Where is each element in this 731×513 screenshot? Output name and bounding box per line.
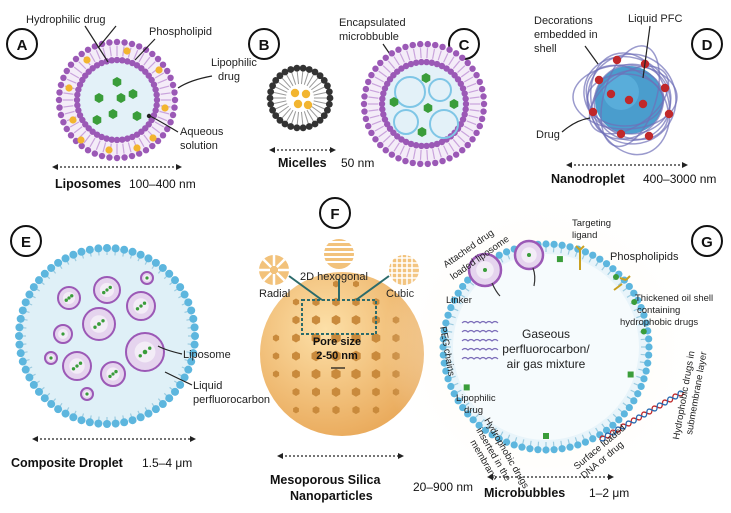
badge-f-label: F xyxy=(330,206,339,223)
nanodroplet-graphic xyxy=(572,45,678,156)
nanodroplet-title: Nanodroplet xyxy=(551,172,625,186)
label-lipophilic-2: drug xyxy=(218,71,240,83)
label-encapsulated-1: Encapsulated xyxy=(339,17,406,29)
micelle-graphic xyxy=(266,64,334,132)
label-phospholipids: Phospholipids xyxy=(610,251,679,263)
micelles-title: Micelles xyxy=(278,156,327,170)
badge-e xyxy=(10,225,42,257)
label-decorations-3: shell xyxy=(534,43,557,55)
badge-e-label: E xyxy=(21,234,31,251)
liposome-graphic xyxy=(55,38,179,162)
label-liposome-e: Liposome xyxy=(183,349,231,361)
label-hydrophilic-drug: Hydrophilic drug xyxy=(26,14,105,26)
panel-a-liposome: A Hydrophilic drug Phospholipid Lipophil… xyxy=(6,14,257,191)
liposomes-title: Liposomes xyxy=(55,177,121,191)
label-lipophilic-g-2: drug xyxy=(464,405,483,416)
silica-title-2: Nanoparticles xyxy=(290,489,373,503)
label-lipophilic-g-1: Lipophilic xyxy=(456,393,496,404)
panel-c-liposome-microbubble: C Encapsulated microbbuble xyxy=(339,17,488,168)
panel-g-microbubble: G Attached drug loaded liposome Targetin… xyxy=(383,184,723,510)
badge-f xyxy=(319,197,351,229)
panel-d-nanodroplet: D Decorations embedded in shell Liquid P… xyxy=(534,13,723,186)
label-gas-3: air gas mixture xyxy=(507,357,586,371)
microbubble-graphic xyxy=(383,184,709,510)
label-pore-size-2: 2-50 nm xyxy=(316,350,358,362)
label-thick-3: hydrophobic drugs xyxy=(620,317,698,328)
badge-b xyxy=(248,28,280,60)
nanodroplet-size: 400–3000 nm xyxy=(643,172,716,186)
badge-d xyxy=(691,28,723,60)
label-lipophilic-1: Lipophilic xyxy=(211,57,257,69)
label-targeting-1: Targeting xyxy=(572,218,611,229)
panel-b-micelle: B Micelles 50 nm xyxy=(248,28,374,170)
badge-g xyxy=(691,225,723,257)
label-decorations-1: Decorations xyxy=(534,15,593,27)
microbubbles-size: 1–2 μm xyxy=(589,486,629,500)
badge-c-label: C xyxy=(459,37,470,54)
label-linker: Linker xyxy=(446,295,472,306)
label-liquid-2: perfluorocarbon xyxy=(193,394,270,406)
label-thick-1: Thickened oil shell xyxy=(635,293,713,304)
microbubbles-title: Microbubbles xyxy=(484,486,565,500)
badge-a xyxy=(6,28,38,60)
label-radial: Radial xyxy=(259,288,290,300)
label-liquid-1: Liquid xyxy=(193,380,222,392)
label-thick-2: containing xyxy=(637,305,680,316)
micelles-size: 50 nm xyxy=(341,156,374,170)
label-gas-2: perfluorocarbon/ xyxy=(502,342,590,356)
liposome-with-bubbles-graphic xyxy=(360,40,488,168)
badge-g-label: G xyxy=(701,234,713,251)
badge-a-label: A xyxy=(17,37,28,54)
label-2d-hexagonal: 2D hexogonal xyxy=(300,271,368,283)
composite-droplet-title: Composite Droplet xyxy=(11,456,124,470)
badge-d-label: D xyxy=(702,37,713,54)
label-liquid-pfc: Liquid PFC xyxy=(628,13,682,25)
label-aqueous-1: Aqueous xyxy=(180,126,224,138)
silica-title-1: Mesoporous Silica xyxy=(270,473,381,487)
composite-droplet-size: 1.5–4 μm xyxy=(142,456,192,470)
badge-b-label: B xyxy=(259,37,270,54)
label-gas-1: Gaseous xyxy=(522,327,570,341)
label-drug-d: Drug xyxy=(536,129,560,141)
label-targeting-2: ligand xyxy=(572,230,597,241)
liposomes-size: 100–400 nm xyxy=(129,177,196,191)
label-aqueous-2: solution xyxy=(180,140,218,152)
label-encapsulated-2: microbbuble xyxy=(339,31,399,43)
panel-e-composite-droplet: E Liposome Liquid perfluorocarbon Compos… xyxy=(10,225,270,470)
label-decorations-2: embedded in xyxy=(534,29,598,41)
label-phospholipid: Phospholipid xyxy=(149,26,212,38)
composite-droplet-graphic xyxy=(15,244,199,428)
label-pore-size-1: Pore size xyxy=(313,336,361,348)
